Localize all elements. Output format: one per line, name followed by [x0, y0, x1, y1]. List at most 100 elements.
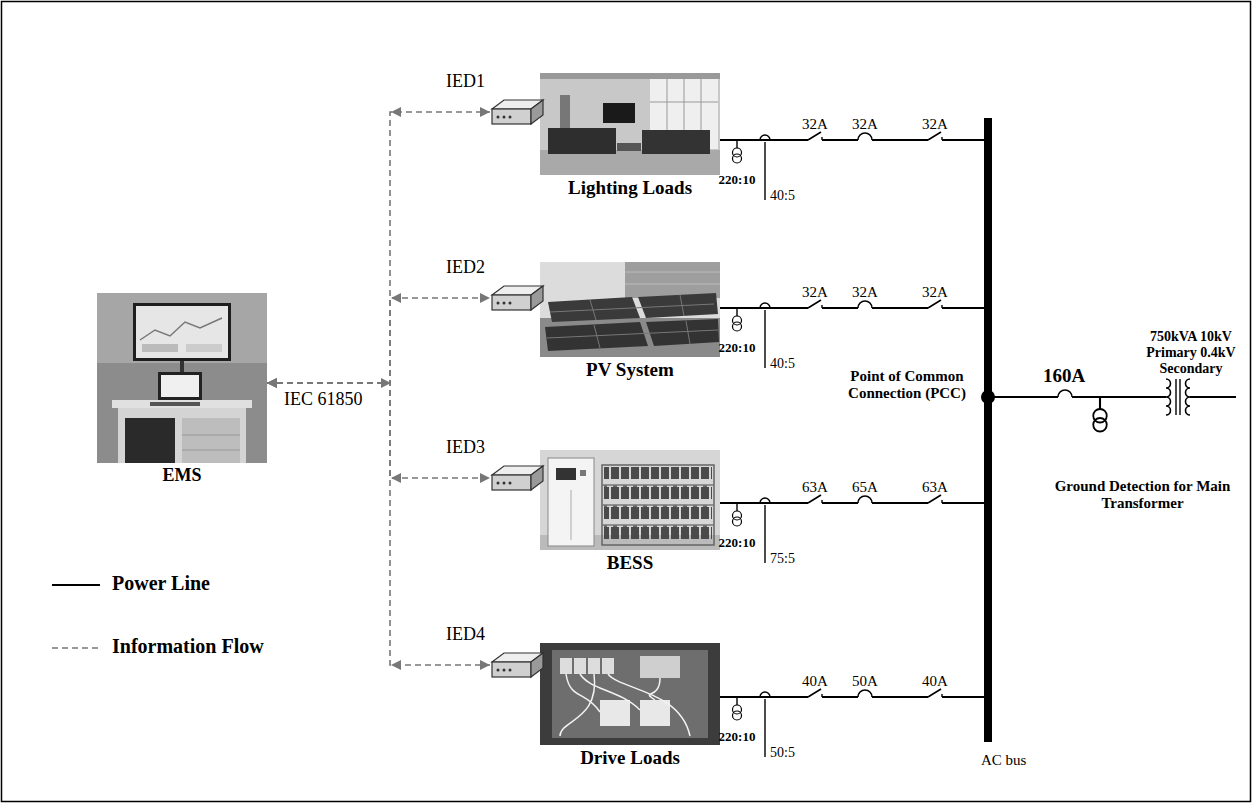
trunk-arrowheads — [391, 293, 401, 303]
information-flow — [267, 298, 490, 383]
transformer-symbol-part — [1186, 379, 1191, 415]
ems-photo — [158, 372, 202, 400]
trunk-arrowheads — [391, 660, 401, 670]
switch-symbol — [928, 300, 942, 311]
breaker-rating: 32A — [802, 284, 828, 301]
current-transformer — [760, 692, 770, 757]
ems-photo — [118, 408, 246, 463]
lighting-loads-photo — [650, 102, 718, 103]
ct-ratio: 40:5 — [770, 356, 795, 372]
pv-system-photo — [686, 321, 690, 344]
ac-bus: AC bus — [984, 118, 992, 742]
photo-caption: BESS — [540, 550, 720, 574]
pt-ratio: 220:10 — [719, 341, 756, 356]
ems-photo — [112, 400, 252, 408]
transformer-symbol-part — [1136, 396, 1166, 398]
pv-system-photo — [550, 304, 714, 312]
switch-symbol — [808, 132, 822, 143]
ems-photo — [125, 418, 175, 463]
ied-label: IED1 — [446, 71, 485, 92]
drive-loads-photo — [552, 650, 708, 738]
voltage-transformer — [733, 503, 742, 526]
pv-system-photo — [680, 295, 684, 316]
bess-photo — [540, 450, 720, 550]
ems-photo — [97, 293, 267, 463]
breaker-rating: 32A — [922, 116, 948, 133]
legend-sample — [52, 647, 100, 649]
ied-device: IED1 — [490, 97, 545, 127]
breaker-rating: 65A — [852, 479, 878, 496]
drive-loads-photo — [540, 643, 720, 745]
drive-loads-photo — [588, 658, 600, 674]
ied-label: IED3 — [446, 437, 485, 458]
drive-loads-photo — [640, 700, 670, 726]
ied-icon-part — [503, 302, 506, 305]
ied-icon-part — [531, 100, 543, 124]
photo-caption: Lighting Loads — [540, 175, 720, 199]
drive-loads-photo — [560, 658, 572, 674]
drive-loads-photo — [602, 658, 614, 674]
ied-icon-part — [509, 669, 512, 672]
bess-photo — [602, 465, 714, 545]
pv-photo: PV System — [540, 262, 720, 381]
pv-system-photo — [594, 325, 600, 348]
pv-system-photo — [545, 322, 648, 351]
drive-loads-photo — [540, 643, 720, 745]
ems-photo — [136, 306, 228, 358]
breaker-symbol — [858, 496, 872, 506]
ied-icon — [490, 650, 545, 680]
pv-system-photo — [590, 300, 596, 320]
ied-icon-part — [503, 669, 506, 672]
lighting-loads-photo — [540, 73, 720, 175]
current-transformer — [760, 303, 770, 368]
lighting-loads-photo — [603, 103, 635, 123]
ct-ratio: 40:5 — [770, 188, 795, 204]
ied-icon-part — [509, 302, 512, 305]
trunk-arrowheads — [381, 107, 401, 670]
transformer-symbol-part — [1179, 379, 1180, 415]
ied-icon-part — [492, 662, 531, 677]
ied-icon-part — [531, 466, 543, 490]
breaker-rating: 32A — [802, 116, 828, 133]
switch-symbol — [808, 495, 822, 506]
drive-loads-photo — [600, 700, 630, 726]
photo-caption: PV System — [540, 357, 720, 381]
ied-icon-part — [492, 475, 531, 490]
lighting-loads-photo — [540, 73, 720, 175]
edge-label: 160A — [1041, 365, 1087, 387]
ems-photo — [186, 344, 222, 352]
protocol-label: IEC 61850 — [284, 389, 363, 410]
breaker-rating: 40A — [802, 673, 828, 690]
breaker-rating: 63A — [802, 479, 828, 496]
bess-photo — [540, 450, 720, 550]
ct-ratio: 50:5 — [770, 745, 795, 761]
legend-text: Power Line — [112, 572, 210, 595]
lighting-loads-photo — [642, 130, 710, 154]
bess-photo: BESS — [540, 450, 720, 574]
information-flow — [267, 383, 490, 665]
lighting-loads-photo — [548, 128, 616, 154]
ied-icon-part — [503, 482, 506, 485]
ied-device: IED3 — [490, 463, 545, 493]
switch-symbol — [928, 495, 942, 506]
current-transformer — [760, 135, 770, 200]
legend-text: Information Flow — [112, 635, 264, 658]
bess-photo — [548, 458, 594, 546]
bess-photo — [580, 470, 586, 476]
breaker-rating: 32A — [922, 284, 948, 301]
drive-loads-photo — [640, 656, 680, 678]
ied-icon-part — [497, 482, 500, 485]
bess-photo — [571, 490, 572, 540]
pv-system-photo — [625, 262, 720, 298]
ied-device: IED4 — [490, 650, 545, 680]
ied-icon-part — [497, 669, 500, 672]
main-line-devices — [981, 390, 1107, 432]
pv-system-photo — [540, 262, 720, 357]
main-breaker-symbol — [1058, 390, 1072, 400]
ems-photo — [97, 293, 267, 363]
ied-icon — [490, 283, 545, 313]
drive-loads-photo — [574, 658, 586, 674]
ems-photo — [140, 318, 222, 340]
